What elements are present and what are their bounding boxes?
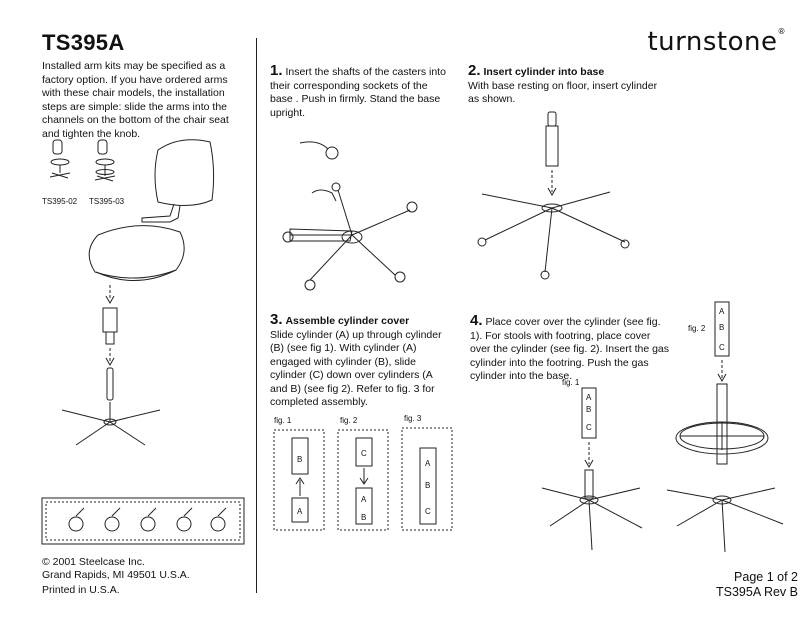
step-3-fig-3-label: fig. 3 — [404, 414, 422, 423]
step-2: 2. Insert cylinder into base With base r… — [468, 62, 658, 107]
address: Grand Rapids, MI 49501 U.S.A. — [42, 569, 190, 581]
step-3-fig-1-label: fig. 1 — [274, 416, 292, 425]
label-c: C — [719, 343, 725, 352]
column-divider — [256, 38, 257, 593]
step-2-text: With base resting on floor, insert cylin… — [468, 79, 658, 106]
step-4: 4. Place cover over the cylinder (see fi… — [470, 312, 670, 384]
step-4-fig-2-illustration: A B C — [666, 301, 784, 553]
printed-in: Printed in U.S.A. — [42, 584, 120, 596]
chair-model-02-illustration — [49, 139, 71, 179]
page-number: Page 1 of 2 — [734, 570, 798, 584]
arm-kit-illustration — [49, 139, 215, 446]
caster-icon — [140, 507, 157, 532]
step-3-fig-2-label: fig. 2 — [340, 416, 358, 425]
model-label-2: TS395-03 — [89, 197, 125, 206]
step-4-text: Place cover over the cylinder (see fig. … — [470, 316, 670, 382]
brand-logo: turnstone® — [647, 27, 786, 57]
step-1-illustration — [282, 141, 418, 291]
intro-text: Installed arm kits may be specified as a… — [42, 60, 229, 140]
model-label-1: TS395-02 — [42, 197, 78, 206]
caster-icon — [176, 507, 193, 532]
label-b: B — [586, 405, 591, 414]
step-2-heading: Insert cylinder into base — [483, 66, 605, 78]
label-c: C — [586, 423, 592, 432]
document-title: TS395A — [42, 30, 125, 55]
caster-strip-illustration — [41, 497, 245, 545]
caster-icon — [68, 507, 85, 532]
brand-name: turnstone — [647, 27, 778, 57]
label-b: B — [361, 513, 366, 522]
label-b: B — [425, 481, 430, 490]
label-c: C — [361, 449, 367, 458]
label-b: B — [719, 323, 724, 332]
chair-model-03-illustration — [94, 139, 116, 182]
label-c: C — [425, 507, 431, 516]
step-3-illustration: B A C A B A B C — [273, 427, 453, 531]
step-3-heading: Assemble cylinder cover — [285, 315, 410, 327]
step-1-number: 1. — [270, 62, 283, 79]
step-1-text: Insert the shafts of the casters into th… — [270, 66, 446, 119]
step-3-number: 3. — [270, 311, 283, 328]
label-a: A — [425, 459, 431, 468]
step-2-illustration — [477, 111, 630, 280]
label-b: B — [297, 455, 302, 464]
label-a: A — [361, 495, 367, 504]
page-footer: Page 1 of 2 TS395A Rev B — [716, 570, 798, 600]
label-a: A — [719, 307, 725, 316]
step-3-text: Slide cylinder (A) up through cylinder (… — [270, 328, 442, 409]
step-4-number: 4. — [470, 312, 483, 329]
revision: TS395A Rev B — [716, 585, 798, 599]
step-4-fig-2-label: fig. 2 — [688, 324, 706, 333]
caster-icon — [210, 507, 227, 532]
step-2-number: 2. — [468, 62, 481, 79]
registered-mark: ® — [777, 27, 786, 36]
label-a: A — [586, 393, 592, 402]
step-4-fig-1-label: fig. 1 — [562, 378, 580, 387]
step-4-fig-1-illustration: A B C — [541, 387, 643, 551]
label-a: A — [297, 507, 303, 516]
step-1: 1. Insert the shafts of the casters into… — [270, 62, 450, 120]
step-3: 3. Assemble cylinder cover Slide cylinde… — [270, 311, 450, 410]
copyright: © 2001 Steelcase Inc. — [42, 556, 145, 568]
caster-icon — [104, 507, 121, 532]
